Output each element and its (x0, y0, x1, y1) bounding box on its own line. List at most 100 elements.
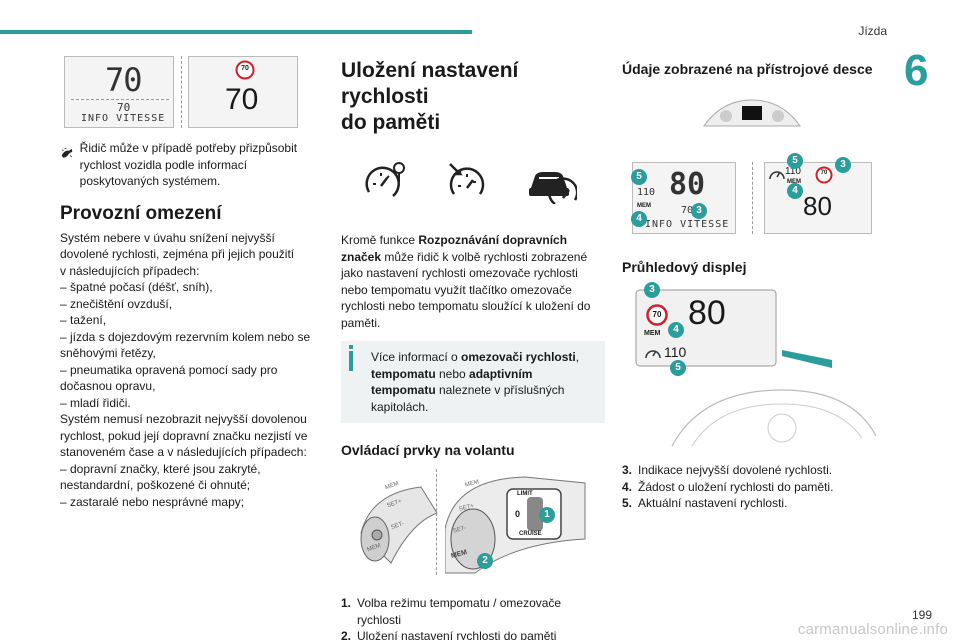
big-speed: 70 (225, 83, 259, 116)
callout-5: 5 (670, 360, 686, 376)
column-middle: Uložení nastavení rychlosti do paměti Kr… (341, 50, 605, 640)
mem-label: MEM (787, 179, 801, 185)
callout-1: 1 (539, 507, 555, 523)
small-speed: 70 (117, 101, 131, 114)
sign-value: 70 (820, 170, 828, 176)
info-icon (349, 345, 353, 371)
chapter-number: 6 (904, 46, 929, 95)
text-line: – znečištění ovzduší, (60, 296, 173, 311)
subheading: Údaje zobrazené na přístrojové desce (622, 61, 873, 77)
item-text: Indikace nejvyšší dovolené rychlosti. (638, 463, 833, 477)
section-heading: Provozní omezení (60, 202, 222, 224)
speed-limit-sign-icon (235, 60, 255, 80)
heading-line: Uložení nastavení rychlosti (341, 59, 519, 108)
watermark: carmanualsonline.info (797, 621, 948, 638)
list-item: 1. Volba režimu tempomatu / omezovače ryc… (341, 595, 605, 628)
cluster-display-left: 70 70 INFO VITESSE (64, 56, 174, 128)
item-text: Volba režimu tempomatu / omezovače rychl… (357, 596, 562, 627)
dashboard-thumbnail (622, 92, 882, 142)
subheading: Ovládací prvky na volantu (341, 442, 515, 458)
big-speed: 80 (669, 167, 706, 202)
steering-hand-icon (61, 147, 73, 158)
divider (436, 469, 437, 575)
item-number: 5. (622, 496, 633, 510)
mem-label: MEM (644, 330, 661, 337)
callout-2: 2 (477, 553, 493, 569)
header-accent-bar (0, 30, 472, 34)
text-line: nestandardní, poškozené či ohnuté; (60, 478, 251, 492)
list-item: 3.Indikace nejvyšší dovolené rychlosti. (622, 462, 882, 479)
subheading: Průhledový displej (622, 259, 747, 275)
adaptive-cruise-icon (529, 172, 577, 204)
controls-list: 1. Volba režimu tempomatu / omezovače ryc… (341, 595, 605, 640)
zero-label: 0 (515, 509, 521, 519)
speed-limiter-icon (365, 162, 405, 197)
cluster-figure: 80 110 MEM 70 INFO VITESSE 5 4 3 110 MEM… (622, 148, 882, 236)
item-number: 4. (622, 479, 633, 494)
text-line: – jízda s dojezdovým rezervním kolem neb… (60, 329, 311, 344)
info-caption: INFO VITESSE (645, 219, 730, 230)
driver-note: Řidič může v případě potřeby přizpůsobit… (60, 138, 322, 190)
cruise-control-icon (449, 163, 485, 195)
callout-4: 4 (668, 322, 684, 338)
info-text: Více informací o omezovači rychlosti, te… (349, 349, 597, 415)
column-left: 70 70 INFO VITESSE 70 70 Řidič může v př… (60, 50, 322, 510)
big-speed: 80 (688, 294, 726, 332)
text-line: – tažení, (60, 313, 107, 327)
callout-3: 3 (835, 157, 851, 173)
limit-label: LIMIT (517, 491, 533, 497)
cruise-label: CRUISE (519, 531, 542, 537)
small-speed: 110 (785, 166, 801, 177)
callout-4: 4 (631, 211, 647, 227)
list-item: 5.Aktuální nastavení rychlosti. (622, 495, 882, 512)
text-line: Systém nebere v úvahu snížení nejvyšší (60, 230, 275, 245)
text-line: dovolené rychlosti, zejména při jejich p… (60, 247, 295, 261)
gauge-icon (769, 171, 785, 180)
sign-value: 70 (652, 310, 662, 319)
info-box: Více informací o omezovači rychlosti, te… (341, 341, 605, 423)
text-run-bold: tempomatu (371, 366, 436, 381)
text-run: Kromě funkce (341, 233, 419, 247)
page-number: 199 (911, 608, 932, 622)
text-run: nebo (435, 366, 470, 381)
stalk-left-illustration (360, 486, 438, 564)
list-item: 2.Uložení nastavení rychlosti do paměti (341, 628, 605, 640)
speed-limit-sign-icon (646, 304, 668, 326)
speed-limit-sign-icon (815, 166, 833, 184)
cluster-display-right: 110 MEM 70 80 5 3 4 (764, 153, 872, 234)
item-number: 1. (341, 596, 352, 610)
text-run: naleznete v příslušných kapitolách. (371, 383, 565, 414)
driver-note-text: Řidič může v případě potřeby přizpůsobit… (79, 141, 298, 188)
small-speed: 110 (664, 344, 687, 360)
mode-icons-row (341, 154, 605, 214)
text-line: v následujících případech: (60, 263, 200, 278)
text-line: – dopravní značky, které jsou zakryté, (60, 461, 261, 476)
text-run-bold: Rozpoznávání dopravních značek (341, 233, 568, 264)
small-speed: 70 (681, 205, 694, 216)
text-line: sněhovými řetězy, (60, 346, 156, 360)
mem-label: MEM (637, 203, 651, 209)
section-heading: Uložení nastavení rychlosti do paměti (341, 58, 605, 136)
display-list: 3.Indikace nejvyšší dovolené rychlosti. … (622, 462, 882, 512)
text-line: – špatné počasí (déšť, sníh), (60, 280, 213, 294)
callout-3: 3 (644, 282, 660, 298)
big-speed: 70 (105, 61, 143, 99)
text-run: může řidič k volbě rychlosti zobrazené j… (341, 249, 591, 330)
text-line: rychlost, pokud její dopravní značku nez… (60, 428, 308, 443)
heading-line: do paměti (341, 111, 441, 134)
divider (752, 162, 753, 234)
cluster-display-left: 80 110 MEM 70 INFO VITESSE 5 4 3 (631, 162, 736, 234)
dashboard-icon (703, 99, 801, 127)
text-line: – mladí řidiči. (60, 395, 131, 410)
callout-3: 3 (691, 203, 707, 219)
text-run-bold: omezovači rychlosti (461, 350, 576, 364)
small-speed: 110 (637, 187, 656, 198)
intro-paragraph: Kromě funkce Rozpoznávání dopravních zna… (341, 232, 605, 331)
section-title: Jízda (858, 24, 887, 38)
divider (71, 99, 169, 100)
gauge-icon (645, 350, 661, 359)
text-line: – zastaralé nebo nesprávné mapy; (60, 494, 245, 509)
item-text: Uložení nastavení rychlosti do paměti (357, 629, 557, 640)
callout-5: 5 (787, 153, 803, 169)
text-line: dočasnou opravu, (60, 379, 156, 393)
